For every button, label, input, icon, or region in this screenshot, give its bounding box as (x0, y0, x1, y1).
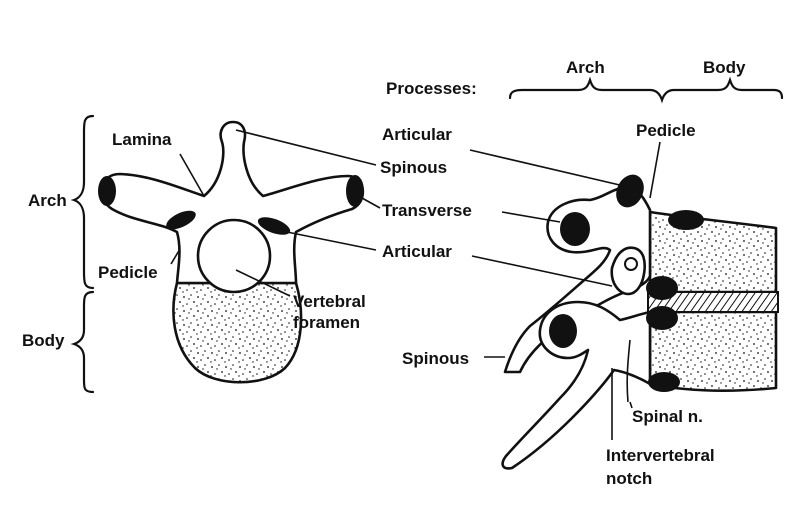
body-brace (74, 292, 93, 392)
articular-mid-label: Articular (382, 242, 452, 262)
pedicle-spot-lower (648, 372, 680, 392)
upper-transverse-spot (560, 212, 590, 246)
transverse-left-leader (362, 198, 380, 208)
body-right-label: Body (703, 58, 746, 78)
pedicle-spot-disc-bottom (646, 306, 678, 330)
lamina-label: Lamina (112, 130, 172, 150)
articular-mid-leader (472, 256, 612, 286)
intervertebral-label: Intervertebral (606, 446, 715, 466)
spinal-n-label: Spinal n. (632, 407, 703, 427)
lower-transverse-spot (549, 314, 577, 348)
spinous-left-leader (236, 130, 376, 165)
left-vertebra (74, 116, 380, 392)
pedicle-spot-upper (668, 210, 704, 230)
articular-top-label: Articular (382, 125, 452, 145)
transverse-label: Transverse (382, 201, 472, 221)
pillar-hole (625, 258, 637, 270)
notch-label: notch (606, 469, 652, 489)
right-vertebrae (470, 80, 782, 468)
processes-label: Processes: (386, 79, 477, 99)
articular-top-leader (470, 150, 624, 186)
vertebral-label: Vertebral (293, 292, 366, 312)
body-left-label: Body (22, 331, 65, 351)
arch-right-label: Arch (566, 58, 605, 78)
pedicle-left-label: Pedicle (98, 263, 158, 283)
spinous-bottom-label: Spinous (402, 349, 469, 369)
processes-brace (510, 80, 782, 100)
pedicle-spot-disc-top (646, 276, 678, 300)
articular-left-leader (287, 232, 376, 250)
foramen-label: foramen (293, 313, 360, 333)
right-transverse-spot (346, 175, 364, 207)
arch-left-label: Arch (28, 191, 67, 211)
left-transverse-spot (98, 176, 116, 206)
vertebral-body-shape (173, 283, 301, 382)
spinous-top-label: Spinous (380, 158, 447, 178)
pedicle-right-label: Pedicle (636, 121, 696, 141)
pedicle-right-leader (650, 142, 660, 198)
arch-brace (74, 116, 93, 288)
